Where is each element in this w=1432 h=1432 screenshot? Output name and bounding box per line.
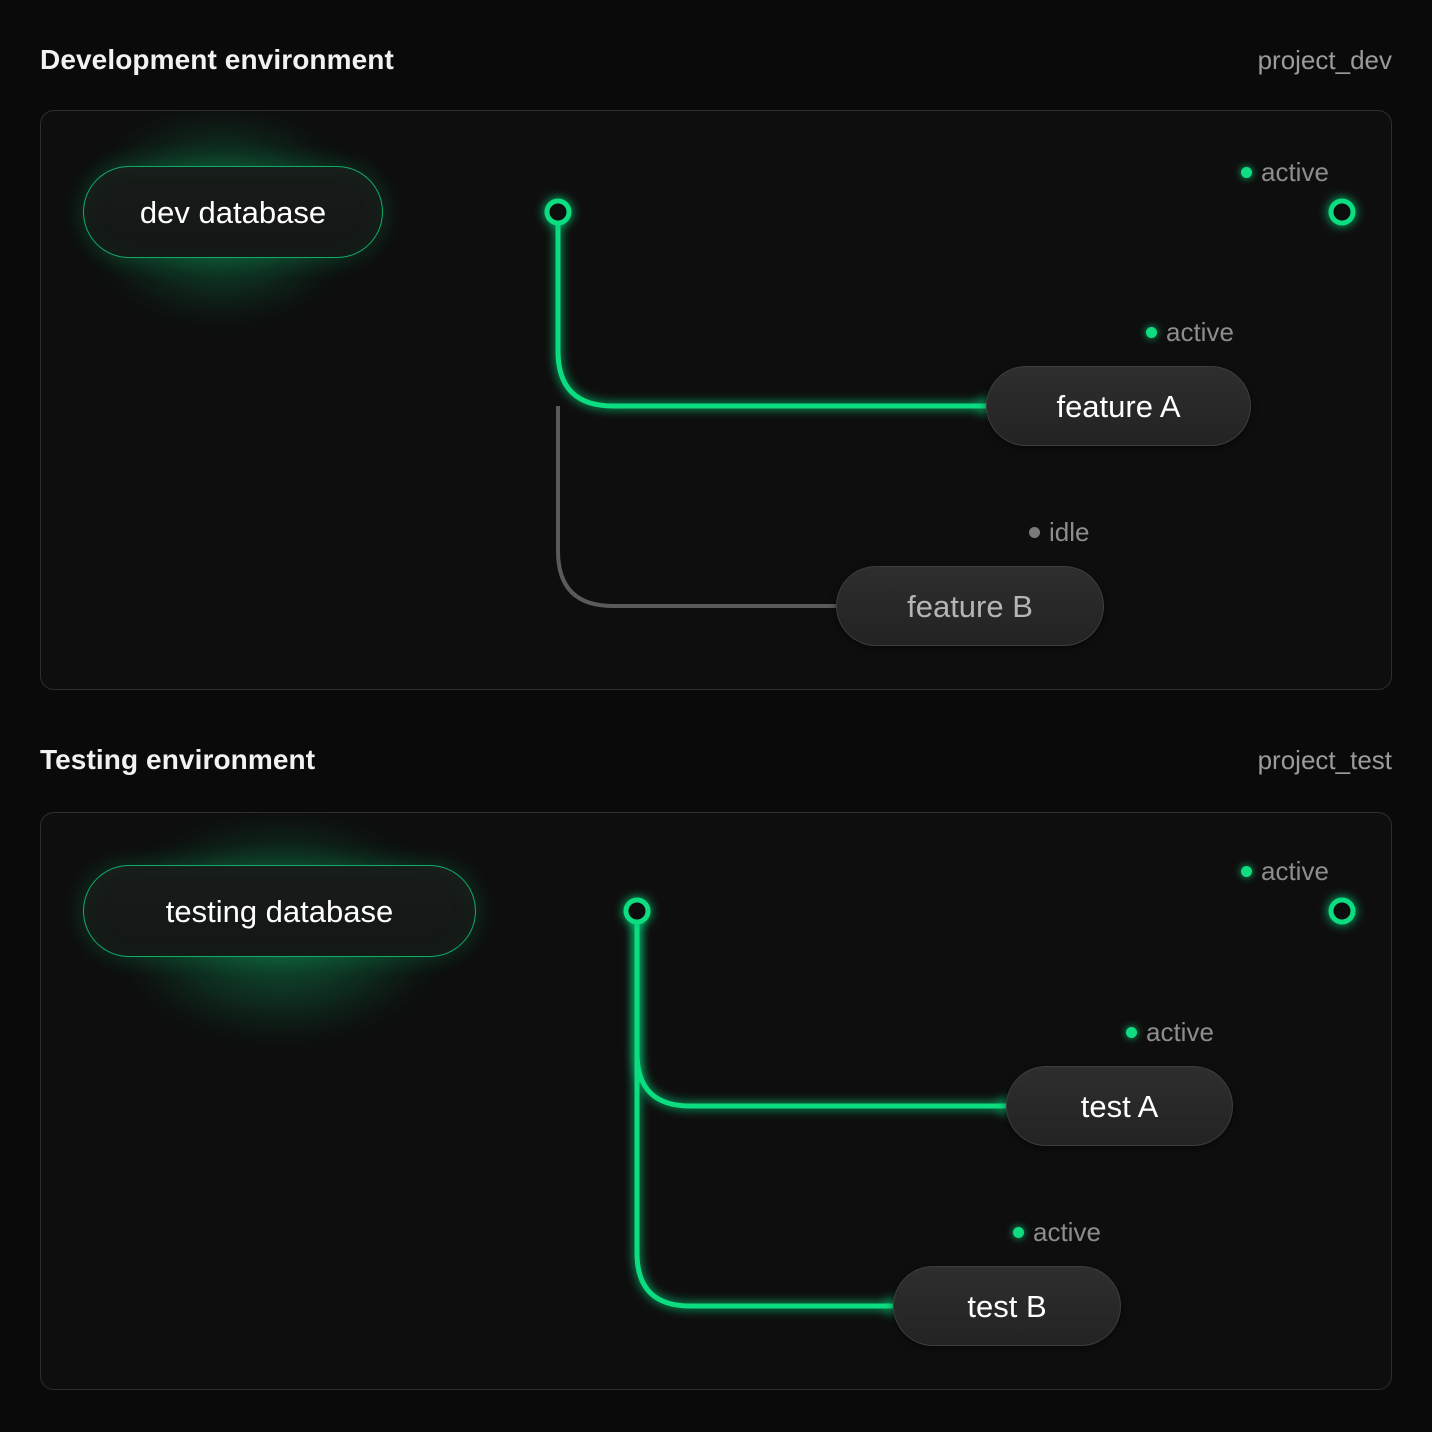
node-dev-database[interactable]: dev database — [83, 166, 383, 258]
project-name-testing: project_test — [1257, 745, 1392, 775]
status-dot-idle-icon — [1029, 526, 1040, 538]
page-title-development: Development environment — [40, 44, 394, 75]
status-label: idle — [1049, 517, 1090, 547]
status-dot-active-icon — [1241, 166, 1252, 178]
status-badge-test-b: active — [1013, 1219, 1101, 1245]
status-badge-test-a: active — [1126, 1019, 1214, 1045]
node-test-a[interactable]: test A — [1006, 1066, 1233, 1146]
node-testing-database[interactable]: testing database — [83, 865, 476, 957]
status-label: active — [1261, 856, 1329, 886]
status-label: active — [1261, 157, 1329, 187]
section-header-testing: Testing environment project_test — [40, 744, 1392, 776]
status-label: active — [1146, 1017, 1214, 1047]
page-title-testing: Testing environment — [40, 744, 316, 775]
status-badge-trunk-development: active — [1241, 159, 1329, 185]
project-name-development: project_dev — [1257, 45, 1392, 75]
status-badge-feature-a: active — [1146, 319, 1234, 345]
status-badge-trunk-testing: active — [1241, 858, 1329, 884]
status-dot-active-icon — [1146, 326, 1157, 338]
status-badge-feature-b: idle — [1029, 519, 1089, 545]
status-dot-active-icon — [1013, 1226, 1024, 1238]
status-label: active — [1033, 1217, 1101, 1247]
node-test-b[interactable]: test B — [893, 1266, 1121, 1346]
status-dot-active-icon — [1126, 1026, 1137, 1038]
node-label: feature B — [907, 588, 1033, 624]
section-header-development: Development environment project_dev — [40, 44, 1392, 76]
node-feature-b[interactable]: feature B — [836, 566, 1104, 646]
node-label: testing database — [165, 893, 394, 929]
panel-testing: testing database active active test A ac… — [40, 812, 1392, 1390]
panel-development: dev database active active feature A idl… — [40, 110, 1392, 690]
status-label: active — [1166, 317, 1234, 347]
status-dot-active-icon — [1241, 865, 1252, 877]
node-label: dev database — [139, 194, 327, 230]
node-label: feature A — [1056, 388, 1181, 424]
node-label: test A — [1080, 1088, 1159, 1124]
node-label: test B — [967, 1288, 1047, 1324]
node-feature-a[interactable]: feature A — [986, 366, 1251, 446]
